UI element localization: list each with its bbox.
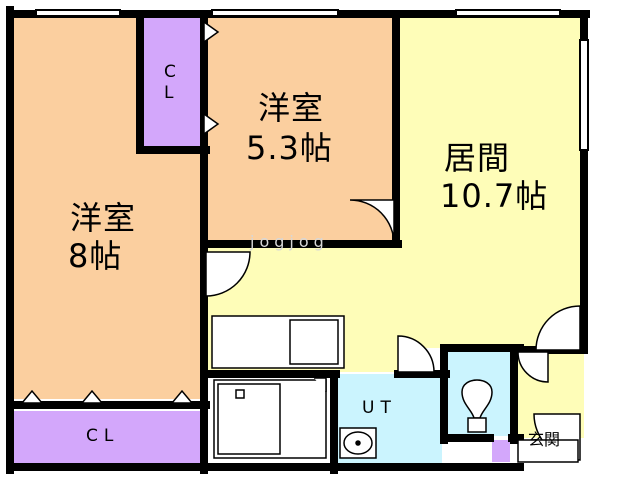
closet-bottom-floor — [14, 411, 200, 463]
unit-bath-label: UT — [362, 398, 397, 418]
entrance-label: 玄関 — [528, 430, 561, 449]
entrance-step — [517, 439, 579, 463]
closet-bottom-doors — [20, 389, 194, 404]
toilet — [461, 379, 493, 433]
entrance-closet-accent — [492, 440, 510, 462]
room-53-name: 洋室 — [258, 89, 325, 127]
closet-top-label: CL — [164, 62, 182, 104]
windows — [35, 9, 589, 151]
room-53-floor — [206, 14, 392, 242]
living-size: 10.7帖 — [440, 177, 549, 215]
kitchen-counter — [211, 315, 345, 369]
washbasin — [339, 427, 377, 459]
bathtub — [213, 377, 327, 459]
room-8-floor-right — [140, 150, 200, 399]
watermark: jogjog — [250, 232, 329, 251]
room-53-size: 5.3帖 — [246, 129, 333, 167]
closet-bottom-label: CL — [86, 426, 120, 446]
closet-top-floor — [140, 14, 202, 146]
room-8-size: 8帖 — [68, 237, 123, 275]
living-name: 居間 — [444, 139, 511, 177]
closet-top-doors — [203, 20, 220, 136]
room-8-floor — [14, 14, 140, 399]
living-floor — [398, 14, 580, 348]
door-swings — [205, 199, 581, 461]
room-8-name: 洋室 — [70, 199, 137, 237]
